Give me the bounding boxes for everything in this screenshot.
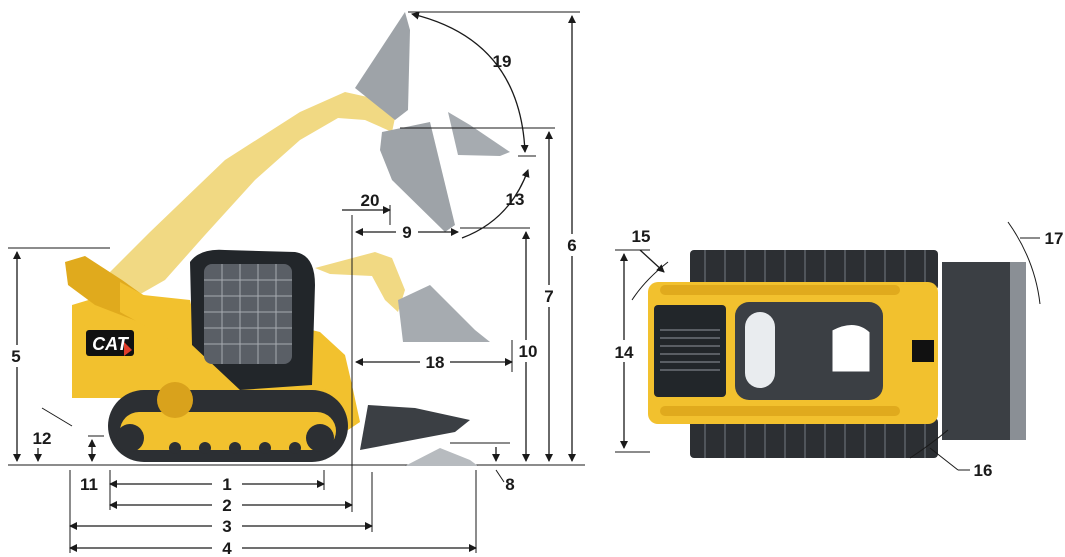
dim-label-11: 11 xyxy=(80,475,98,494)
dim-label-14: 14 xyxy=(615,343,634,362)
top-view-dimensions xyxy=(612,221,1041,471)
track-rollers xyxy=(116,424,334,454)
cab-roof-light xyxy=(745,312,775,388)
dim-label-7: 7 xyxy=(544,287,553,306)
top-lift-arm-right xyxy=(660,406,900,416)
cat-logo: CAT xyxy=(86,330,134,356)
top-view-labels: 14 15 16 17 xyxy=(615,227,1064,480)
bucket-mid-height xyxy=(398,285,490,342)
bucket-raised-dump xyxy=(380,122,455,232)
ground-bucket xyxy=(360,405,470,450)
dim-label-15: 15 xyxy=(632,227,651,246)
top-lift-arm-left xyxy=(660,285,900,295)
top-bucket-edge xyxy=(1010,262,1026,440)
bucket-raised-level xyxy=(448,112,510,156)
mid-lift-arm xyxy=(315,252,405,312)
side-view-machine: CAT xyxy=(8,12,585,466)
raised-lift-arm xyxy=(110,92,395,300)
dim-label-2: 2 xyxy=(222,496,231,515)
dim-label-20: 20 xyxy=(361,191,380,210)
cab-window-grid xyxy=(204,264,292,364)
dim-label-13: 13 xyxy=(506,190,525,209)
track-roller-frame xyxy=(120,412,336,450)
side-view-labels: 1 2 3 4 5 6 7 8 9 10 11 12 13 18 19 20 xyxy=(11,52,576,557)
drive-sprocket xyxy=(157,382,193,418)
dim-label-16: 16 xyxy=(974,461,993,480)
dim-label-5: 5 xyxy=(11,347,20,366)
lift-arm xyxy=(120,282,360,432)
bucket-max-tilt xyxy=(355,12,410,120)
dim-label-19: 19 xyxy=(493,52,512,71)
top-view-machine xyxy=(648,250,1026,458)
dim-label-17: 17 xyxy=(1045,229,1064,248)
cab-window-mesh xyxy=(204,264,292,364)
side-view-dimensions xyxy=(6,11,582,557)
engine-compartment xyxy=(654,305,726,397)
top-cat-logo xyxy=(912,340,934,362)
dim-label-1: 1 xyxy=(222,475,231,494)
dim-label-8: 8 xyxy=(505,475,514,494)
dim-label-18: 18 xyxy=(426,353,445,372)
dim-label-9: 9 xyxy=(402,223,411,242)
dim-label-10: 10 xyxy=(519,342,538,361)
bucket-ground-dump xyxy=(405,448,478,466)
svg-text:CAT: CAT xyxy=(92,334,130,354)
dim-label-4: 4 xyxy=(222,539,232,557)
dim-label-12: 12 xyxy=(33,429,52,448)
cab-door-window xyxy=(831,324,871,373)
dim-label-6: 6 xyxy=(567,236,576,255)
dim-label-3: 3 xyxy=(222,517,231,536)
engine-grille xyxy=(660,329,720,371)
top-track-right xyxy=(690,418,938,458)
top-bucket xyxy=(942,262,1020,440)
top-track-left xyxy=(690,250,938,290)
